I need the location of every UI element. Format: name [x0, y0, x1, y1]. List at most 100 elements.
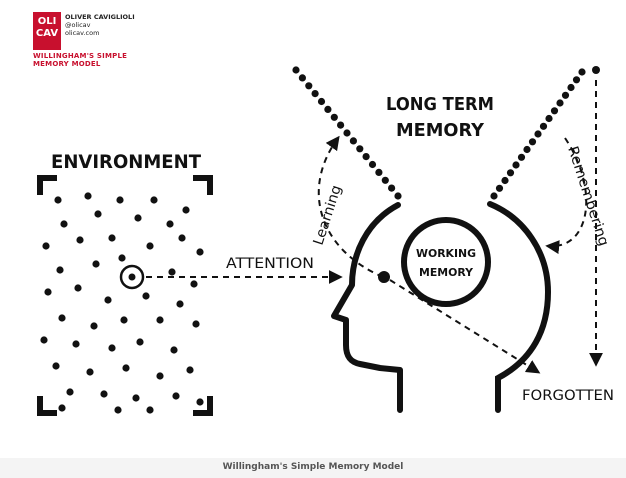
- environment-dot: [172, 392, 180, 400]
- dotted-line-dot: [394, 192, 402, 200]
- dotted-line-dot: [337, 121, 345, 129]
- environment-dot: [76, 236, 84, 244]
- caption-bar: [0, 458, 626, 478]
- environment-dot: [104, 296, 112, 304]
- environment-dot: [90, 322, 98, 330]
- author-website: olicav.com: [65, 29, 100, 37]
- logo-text-1: OLI: [37, 16, 57, 27]
- working-memory-circle: [401, 217, 491, 307]
- dotted-line-dot: [528, 138, 537, 146]
- learning-label: Learning: [311, 183, 345, 247]
- dotted-line-dot: [501, 176, 509, 185]
- environment-label: ENVIRONMENT: [51, 151, 201, 173]
- dotted-line-dot: [349, 137, 357, 145]
- environment-dot: [178, 234, 186, 242]
- dotted-line-dot: [567, 83, 575, 92]
- environment-dot: [122, 364, 130, 372]
- dotted-line-dot: [311, 90, 319, 98]
- environment-dot: [146, 406, 154, 414]
- author-block: OLIVER CAVIGLIOLI @olicav olicav.com: [65, 13, 135, 37]
- dotted-line-dot: [512, 161, 520, 169]
- head-back-outline: [487, 201, 552, 413]
- environment-dot: [40, 336, 48, 344]
- learning-arrow: [317, 135, 384, 278]
- dotted-line-dot: [556, 99, 564, 107]
- remembering-label: Remembering: [564, 144, 611, 248]
- environment-dot: [44, 288, 52, 296]
- environment-dot: [60, 220, 68, 228]
- long-term-memory-dotted-right: [490, 68, 586, 200]
- dotted-line-dot: [292, 66, 300, 74]
- environment-dot: [42, 242, 50, 250]
- environment-dot: [58, 314, 66, 322]
- long-term-memory-label-2: MEMORY: [396, 120, 485, 141]
- dotted-line-dot: [388, 184, 396, 192]
- environment-dot: [66, 388, 74, 396]
- environment-dot: [196, 398, 204, 406]
- dotted-line-dot: [572, 76, 581, 84]
- logo-text-2: CAV: [35, 28, 59, 39]
- environment-dot: [54, 196, 62, 204]
- environment-dot: [176, 300, 184, 308]
- dotted-line-dot: [517, 153, 526, 161]
- environment-dot: [168, 268, 176, 276]
- environment-dot: [134, 214, 142, 222]
- environment-dot: [116, 196, 124, 204]
- environment-dot: [156, 316, 164, 324]
- environment-dot: [56, 266, 64, 274]
- forgotten-arrow-from-eye: [389, 279, 541, 374]
- subtitle-line-2: MEMORY MODEL: [33, 60, 101, 68]
- environment-dot: [108, 234, 116, 242]
- environment-dot: [146, 242, 154, 250]
- figure-subtitle: WILLINGHAM'S SIMPLE MEMORY MODEL: [33, 52, 127, 68]
- dotted-line-dot: [561, 91, 570, 99]
- right-corner-dot: [592, 66, 600, 74]
- dotted-line-dot: [381, 176, 389, 184]
- dotted-line-dot: [539, 122, 548, 130]
- dotted-line-dot: [534, 130, 542, 138]
- author-name: OLIVER CAVIGLIOLI: [65, 13, 135, 21]
- dotted-line-dot: [298, 74, 306, 82]
- dotted-line-dot: [343, 129, 351, 137]
- environment-dot: [74, 284, 82, 292]
- environment-dot: [86, 368, 94, 376]
- environment-dot: [58, 404, 66, 412]
- dotted-line-dot: [305, 82, 313, 90]
- environment-dot: [108, 344, 116, 352]
- dotted-line-dot: [578, 68, 586, 76]
- environment-dot: [72, 340, 80, 348]
- long-term-memory-label-1: LONG TERM: [386, 94, 494, 115]
- dotted-line-dot: [523, 145, 531, 154]
- environment-dot: [170, 346, 178, 354]
- environment-dot: [114, 406, 122, 414]
- dotted-line-dot: [317, 97, 326, 106]
- eye-dot: [378, 271, 390, 283]
- dotted-line-dot: [506, 169, 515, 177]
- forgotten-label: FORGOTTEN: [522, 388, 614, 404]
- dotted-line-dot: [368, 160, 377, 169]
- environment-dot: [190, 280, 198, 288]
- dotted-line-dot: [545, 114, 553, 123]
- environment-dot: [142, 292, 150, 300]
- working-memory-label-1: WORKING: [416, 247, 476, 260]
- dotted-line-dot: [490, 192, 498, 200]
- dotted-line-dot: [495, 184, 504, 192]
- environment-dot: [118, 254, 126, 262]
- environment-dot: [182, 206, 190, 214]
- dotted-line-dot: [324, 105, 332, 113]
- environment-dot: [166, 220, 174, 228]
- environment-dot: [186, 366, 194, 374]
- long-term-memory-dotted-left: [292, 66, 402, 200]
- environment-dot: [120, 316, 128, 324]
- author-handle: @olicav: [65, 21, 91, 29]
- environment-dot: [132, 394, 140, 402]
- environment-dot: [150, 196, 158, 204]
- environment-dot: [156, 372, 164, 380]
- head-outline: [331, 202, 403, 413]
- dotted-line-dot: [362, 153, 370, 161]
- environment-dot: [94, 210, 102, 218]
- environment-dot: [196, 248, 204, 256]
- environment-dot: [192, 320, 200, 328]
